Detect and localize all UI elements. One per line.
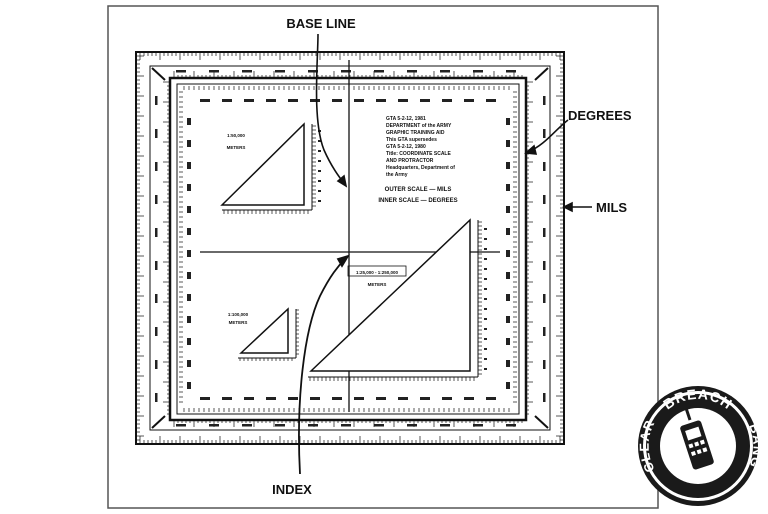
- base-line-callout-arrow: [315, 33, 348, 188]
- scale-triangle-top-left: [220, 122, 313, 211]
- breach-bang-clear-logo: BREACH BANG CLEAR: [637, 386, 765, 506]
- base-line-label: BASE LINE: [286, 16, 356, 31]
- degrees-callout-arrow: [524, 119, 569, 155]
- scale-unit-top-left: METERS: [227, 145, 246, 150]
- title-line: DEPARTMENT of the ARMY: [386, 123, 452, 129]
- detonator-icon: [680, 407, 714, 470]
- scale-numeral-marks: [155, 70, 546, 427]
- degrees-label: DEGREES: [568, 108, 632, 123]
- title-line: Headquarters, Department of: [386, 165, 455, 171]
- scale-unit-bottom-left: METERS: [229, 320, 248, 325]
- inner-scale-note: INNER SCALE — DEGREES: [378, 198, 457, 204]
- title-line: This GTA supersedes: [386, 137, 437, 143]
- title-line: AND PROTRACTOR: [386, 158, 434, 164]
- outer-scale-note: OUTER SCALE — MILS: [385, 187, 452, 193]
- scale-triangle-right: [308, 218, 479, 378]
- mils-label: MILS: [596, 200, 627, 215]
- title-line: Title: COORDINATE SCALE: [386, 151, 451, 157]
- index-callout-arrow: [298, 254, 350, 475]
- scale-label-top-left: 1:50,000: [227, 133, 245, 138]
- title-line: GRAPHIC TRAINING AID: [386, 130, 445, 136]
- degree-and-mil-ticks: [136, 52, 564, 444]
- corner-marks: [151, 67, 549, 429]
- protractor-band: [149, 65, 551, 431]
- protractor-inner-edge: [176, 83, 520, 415]
- protractor-inner-frame: [168, 76, 528, 422]
- scale-label-bottom-left: 1:100,000: [228, 312, 249, 317]
- scale-triangle-bottom-left: [238, 307, 297, 359]
- title-line: the Army: [386, 172, 408, 178]
- protractor-outer-edge: [135, 51, 565, 445]
- logo-text-clear: CLEAR: [637, 417, 658, 475]
- title-line: GTA 5-2-12, 1981: [386, 116, 426, 122]
- scale-label-right: 1:25,000 - 1:250,000: [356, 270, 399, 275]
- index-label: INDEX: [272, 482, 312, 497]
- scale-unit-right: METERS: [368, 282, 387, 287]
- title-line: GTA 5-2-12, 1980: [386, 144, 426, 150]
- mils-callout-arrow: [562, 201, 592, 213]
